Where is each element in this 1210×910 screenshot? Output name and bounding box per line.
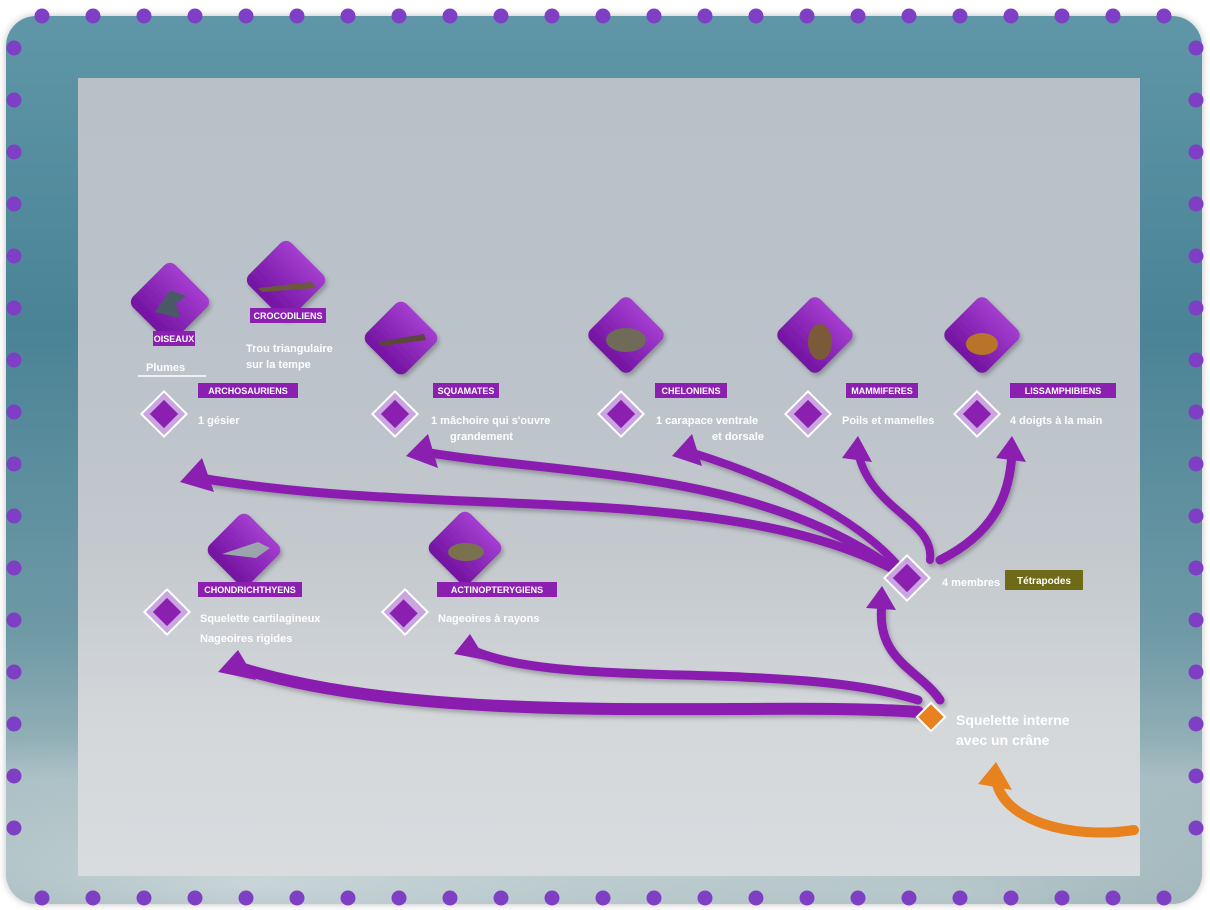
arrowhead-archosauriens [180, 458, 214, 492]
label-mammiferes-text: MAMMIFERES [851, 386, 913, 396]
node-archosauriens [139, 389, 189, 439]
arrowhead-lissamphibiens [996, 436, 1026, 462]
trait-texts: Plumes Trou triangulaire sur la tempe 1 … [138, 343, 1103, 748]
arrowhead-mammiferes [842, 436, 872, 462]
trait-crocodiliens-line2: sur la tempe [246, 359, 311, 371]
trait-cheloniens-line2: et dorsale [712, 431, 764, 443]
badge-tetrapodes: Tétrapodes [1005, 570, 1083, 590]
arrow-to-cheloniens [686, 448, 904, 572]
shark-icon [207, 513, 281, 587]
arrowhead-cheloniens [672, 434, 702, 466]
trait-chondrichthyens-line2: Nageoires rigides [200, 633, 292, 645]
node-actinopterygiens [380, 587, 430, 637]
trait-root-line2: avec un crâne [956, 732, 1050, 748]
trait-chondrichthyens-line1: Squelette cartilagineux [200, 613, 321, 625]
lizard-icon [364, 301, 438, 375]
label-oiseaux-text: OISEAUX [154, 334, 195, 344]
trait-oiseaux: Plumes [146, 362, 185, 374]
arrowhead-actinopterygiens [454, 634, 486, 660]
arrow-to-lissamphibiens [935, 447, 1017, 565]
label-squamates: SQUAMATES [433, 383, 499, 398]
arrowhead-root [978, 762, 1012, 790]
crocodile-icon [246, 240, 326, 320]
label-cheloniens-text: CHELONIENS [661, 386, 720, 396]
trait-tetrapodes: 4 membres [942, 577, 1000, 589]
root-arrow [991, 773, 1139, 838]
arrowhead-squamates [406, 434, 438, 468]
evolution-arrows [195, 447, 1017, 718]
label-oiseaux: OISEAUX [153, 331, 195, 346]
arrow-heads [180, 434, 1026, 680]
turtle-icon [588, 297, 664, 373]
arrow-to-archosauriens [195, 473, 900, 575]
trait-cheloniens-line1: 1 carapace ventrale [656, 415, 758, 427]
node-lissamphibiens [952, 389, 1002, 439]
trait-lissamphibiens: 4 doigts à la main [1010, 415, 1103, 427]
label-archosauriens-text: ARCHOSAURIENS [208, 386, 288, 396]
arrow-to-chondrichthyens [234, 662, 924, 718]
label-lissamphibiens: LISSAMPHIBIENS [1010, 383, 1116, 398]
arrowhead-chondrichthyens [218, 650, 256, 680]
arrowhead-tetrapodes [866, 586, 896, 610]
node-tetrapodes [882, 553, 932, 603]
trait-crocodiliens-line1: Trou triangulaire [246, 343, 333, 355]
arrow-to-squamates [419, 447, 900, 575]
label-actinopterygiens-text: ACTINOPTERYGIENS [451, 585, 543, 595]
character-nodes [139, 389, 1002, 637]
frog-icon [944, 297, 1020, 373]
arrow-to-actinopterygiens [467, 645, 923, 705]
node-chondrichthyens [142, 587, 192, 637]
label-cheloniens: CHELONIENS [655, 383, 727, 398]
fish-icon [428, 511, 502, 585]
trait-root-line1: Squelette interne [956, 712, 1070, 728]
root-node [915, 701, 947, 733]
bird-icon [130, 262, 210, 342]
node-cheloniens [596, 389, 646, 439]
trait-archosauriens: 1 gésier [198, 415, 240, 427]
arrow-to-tetrapodes [876, 599, 945, 705]
mammal-icon [777, 297, 853, 373]
label-lissamphibiens-text: LISSAMPHIBIENS [1025, 386, 1102, 396]
node-squamates [370, 389, 420, 439]
label-crocodiliens: CROCODILIENS [250, 308, 326, 323]
label-chondrichthyens-text: CHONDRICHTHYENS [204, 585, 296, 595]
label-chondrichthyens: CHONDRICHTHYENS [198, 582, 302, 597]
label-squamates-text: SQUAMATES [438, 386, 495, 396]
trait-mammiferes: Poils et mamelles [842, 415, 934, 427]
trait-actinopterygiens: Nageoires à rayons [438, 613, 540, 625]
label-mammiferes: MAMMIFERES [846, 383, 918, 398]
badge-tetrapodes-text: Tétrapodes [1017, 576, 1071, 587]
label-archosauriens: ARCHOSAURIENS [198, 383, 298, 398]
node-mammiferes [783, 389, 833, 439]
group-labels: OISEAUX CROCODILIENS ARCHOSAURIENS SQUAM… [153, 308, 1116, 597]
trait-squamates-line2: grandement [450, 431, 513, 443]
label-crocodiliens-text: CROCODILIENS [253, 311, 322, 321]
arrow-to-mammiferes [854, 448, 935, 564]
label-actinopterygiens: ACTINOPTERYGIENS [437, 582, 557, 597]
trait-squamates-line1: 1 mâchoire qui s'ouvre [431, 415, 550, 427]
taxon-icons [130, 240, 1020, 587]
